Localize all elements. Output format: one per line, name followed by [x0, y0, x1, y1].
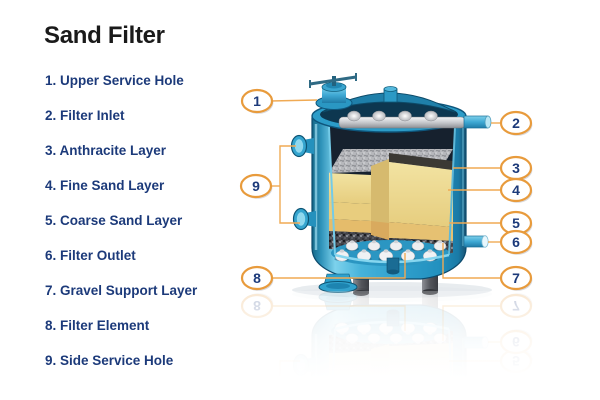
callout-1-upper-service-hole: 1 — [240, 88, 318, 114]
side-service-hole-lower — [292, 207, 316, 231]
callout-3-anthracite-layer: 3 — [453, 155, 533, 181]
callout-7-gravel-support-layer: 7 — [442, 243, 533, 291]
callout-number: 6 — [512, 234, 520, 250]
fine-sand-layer — [329, 173, 371, 204]
handwheel-icon — [309, 73, 357, 88]
filter-inlet-pipe — [463, 115, 492, 129]
callout-number: 5 — [512, 215, 520, 231]
tank-dome — [322, 92, 456, 113]
parts-list-item-2: 2. Filter Inlet — [45, 108, 125, 123]
filter-outlet-pipe — [463, 235, 489, 248]
page-title: Sand Filter — [44, 22, 165, 49]
distribution-pipe — [338, 110, 466, 129]
coarse-sand-block-side — [371, 221, 389, 240]
parts-list: 1. Upper Service Hole 2. Filter Inlet 3.… — [45, 63, 197, 378]
fine-sand-layer-lower — [329, 202, 371, 221]
parts-list-item-9: 9. Side Service Hole — [45, 353, 174, 368]
callout-8-filter-element: 8 — [240, 253, 406, 291]
callout-number: 4 — [512, 182, 520, 198]
parts-list-item-1: 1. Upper Service Hole — [45, 73, 184, 88]
coarse-sand-block-front — [389, 222, 453, 241]
parts-list-item-8: 8. Filter Element — [45, 318, 150, 333]
callout-number: 1 — [253, 93, 261, 109]
parts-list-item-3: 3. Anthracite Layer — [45, 143, 167, 158]
sand-block-top-edge — [389, 153, 453, 170]
callout-number: 7 — [512, 270, 520, 286]
side-service-hole-upper — [290, 134, 314, 158]
callout-number: 3 — [512, 160, 520, 176]
fade-overlay — [225, 291, 600, 400]
parts-list-item-6: 6. Filter Outlet — [45, 248, 136, 263]
filter-element-row-back — [345, 240, 447, 251]
callout-9-side-service-hole: 9 — [239, 145, 300, 224]
cutaway-interior — [328, 126, 456, 266]
upper-service-hole — [309, 73, 357, 110]
cut-edge-right — [448, 126, 456, 256]
fine-sand-block-front — [389, 162, 453, 227]
callout-number: 9 — [252, 178, 260, 194]
cut-edge-left — [328, 126, 336, 256]
callouts: 1 2 3 4 — [239, 88, 533, 291]
coarse-sand-layer — [329, 219, 371, 233]
callout-number: 8 — [253, 270, 261, 286]
callout-4-fine-sand-layer: 4 — [448, 177, 533, 203]
parts-list-item-7: 7. Gravel Support Layer — [45, 283, 198, 298]
callout-5-coarse-sand-layer: 5 — [449, 210, 533, 236]
parts-list-item-4: 4. Fine Sand Layer — [45, 178, 165, 193]
callout-6-filter-outlet: 6 — [488, 229, 533, 255]
pipe-nozzle-caps — [347, 110, 438, 122]
filter-tank-illustration — [290, 73, 492, 298]
parts-list-item-5: 5. Coarse Sand Layer — [45, 213, 183, 228]
bottom-nozzle — [386, 257, 400, 275]
callout-number: 2 — [512, 115, 520, 131]
top-vent-nozzle — [383, 86, 398, 103]
callout-2-filter-inlet: 2 — [491, 110, 533, 136]
